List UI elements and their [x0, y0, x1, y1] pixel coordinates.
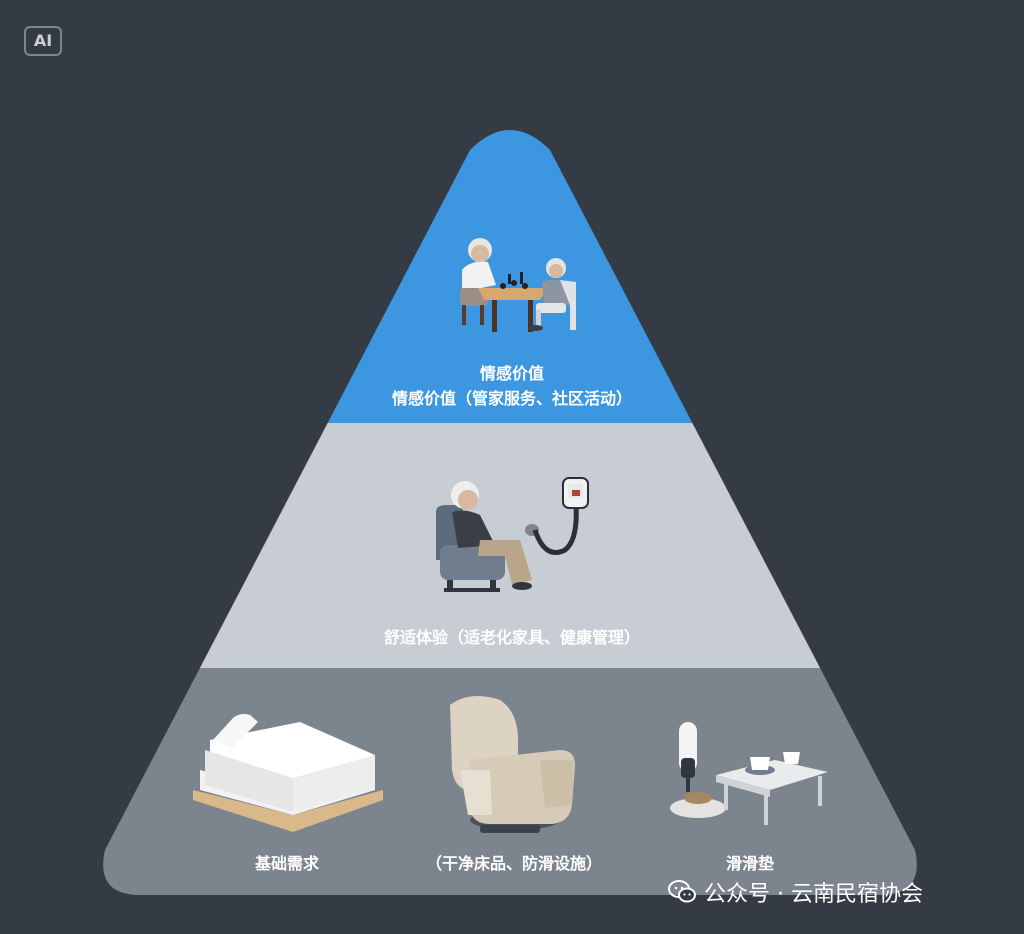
tier-bottom-label-3: 滑滑垫: [725, 854, 775, 873]
elderly-chess-players-icon: [460, 238, 576, 332]
tier-middle-subtitle: 舒适体验（适老化家具、健康管理）: [383, 628, 641, 647]
tier-bottom-label-2: （干净床品、防滑设施）: [425, 854, 603, 873]
lamp-and-tea-table-icon: [670, 722, 828, 825]
bed-icon: [193, 714, 383, 832]
armchair-icon: [450, 696, 575, 833]
tier-top-subtitle: 情感价值（管家服务、社区活动）: [391, 389, 633, 408]
ai-badge: AI: [24, 26, 62, 56]
wechat-icon: [668, 880, 696, 903]
watermark: 公众号 · 云南民宿协会: [668, 875, 923, 909]
tier-top-title: 情感价值: [479, 364, 545, 383]
watermark-text: 公众号 · 云南民宿协会: [704, 882, 923, 907]
elderly-recliner-health-monitor-icon: [436, 477, 589, 592]
tier-bottom-label-1: 基础需求: [254, 854, 320, 873]
